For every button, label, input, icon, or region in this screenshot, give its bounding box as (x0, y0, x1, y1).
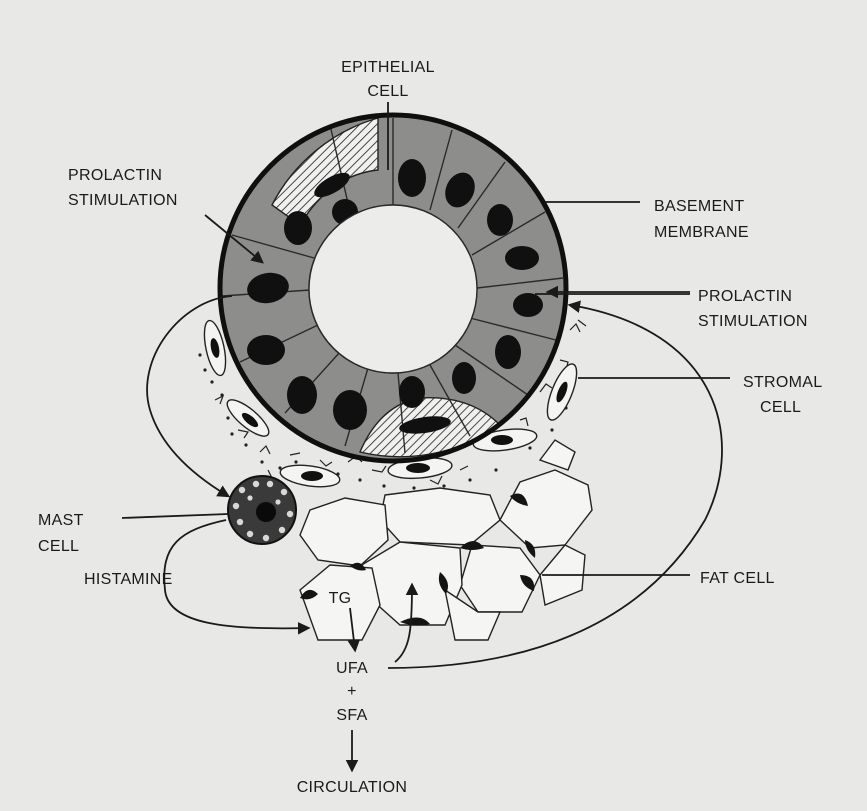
label-prolactin-right-1: PROLACTIN (698, 288, 792, 305)
label-prolactin-left-1: PROLACTIN (68, 167, 162, 184)
label-basement-membrane-2: MEMBRANE (654, 224, 749, 241)
label-mast-cell-1: MAST (38, 512, 84, 529)
label-basement-membrane-1: BASEMENT (654, 198, 744, 215)
label-stromal-cell-1: STROMAL (743, 374, 822, 391)
label-fat-cell: FAT CELL (700, 570, 775, 587)
label-histamine: HISTAMINE (84, 571, 173, 588)
label-plus: + (347, 683, 357, 700)
label-circulation: CIRCULATION (297, 779, 408, 796)
label-epithelial-cell-1: EPITHELIAL (341, 59, 435, 76)
mast-cell (228, 476, 296, 544)
lumen (309, 205, 477, 373)
label-mast-cell-2: CELL (38, 538, 79, 555)
label-ufa: UFA (336, 660, 368, 677)
label-stromal-cell-2: CELL (760, 399, 801, 416)
label-sfa: SFA (336, 707, 367, 724)
label-prolactin-left-2: STIMULATION (68, 192, 178, 209)
label-epithelial-cell-2: CELL (367, 83, 408, 100)
arrow-to-mast-cell (147, 296, 232, 496)
alveolus (220, 115, 566, 461)
label-prolactin-right-2: STIMULATION (698, 313, 808, 330)
label-tg: TG (329, 590, 352, 607)
arrow-histamine-to-tg (164, 520, 308, 628)
